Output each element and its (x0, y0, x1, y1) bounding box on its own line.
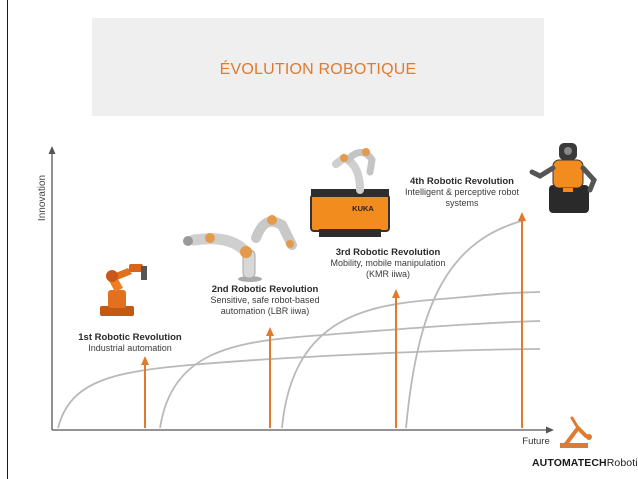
arrow-4-head (518, 212, 526, 221)
title-band: ÉVOLUTION ROBOTIQUE (92, 18, 544, 116)
arrow-3-head (392, 289, 400, 298)
axes (48, 146, 554, 434)
revolution-1-desc-line-1: Industrial automation (88, 343, 172, 353)
revolution-arrows (141, 212, 526, 428)
revolution-3-desc-line-2: (KMR iiwa) (366, 269, 410, 279)
x-axis-arrow (546, 426, 554, 434)
revolution-3-label: 3rd Robotic Revolution Mobility, mobile … (322, 247, 454, 280)
kuka-platform-label: KUKA (352, 204, 374, 213)
lbr-iiwa-robot-icon (183, 215, 297, 282)
brand-name: AUTOMATECHRobotik (532, 457, 638, 469)
humanoid-robot-icon (529, 143, 597, 213)
revolution-2-desc-line-1: Sensitive, safe robot-based (210, 295, 320, 305)
x-axis-label: Future (522, 436, 549, 447)
y-axis-arrow (48, 146, 56, 154)
y-axis-label: Innovation (37, 175, 48, 221)
industrial-robot-arm-icon (100, 264, 147, 316)
curve-1 (57, 348, 541, 429)
arrow-2-head (266, 327, 274, 336)
curve-3 (281, 291, 541, 429)
arrow-1-head (141, 356, 149, 365)
revolution-4-label: 4th Robotic Revolution Intelligent & per… (396, 176, 528, 209)
brand-name-bold: AUTOMATECH (532, 457, 607, 469)
revolution-1-label: 1st Robotic Revolution Industrial automa… (68, 332, 192, 354)
revolution-2-label: 2nd Robotic Revolution Sensitive, safe r… (200, 284, 330, 317)
revolution-3-desc-line-1: Mobility, mobile manipulation (330, 258, 446, 268)
revolution-2-heading: 2nd Robotic Revolution (211, 284, 319, 295)
curve-2 (159, 320, 541, 429)
slide-title: ÉVOLUTION ROBOTIQUE (219, 61, 417, 78)
brand-name-regular: Robotik (606, 457, 638, 469)
revolution-4-desc-line-2: systems (445, 198, 479, 208)
curve-4 (405, 219, 526, 429)
growth-curves (57, 219, 541, 429)
kmr-mobile-robot-icon: KUKA (310, 148, 390, 237)
revolution-3-heading: 3rd Robotic Revolution (335, 247, 441, 258)
left-border-line (7, 0, 8, 479)
revolution-4-desc-line-1: Intelligent & perceptive robot (404, 187, 520, 197)
revolution-4-heading: 4th Robotic Revolution (410, 176, 514, 187)
revolution-2-desc-line-2: automation (LBR iiwa) (220, 306, 310, 316)
revolution-1-heading: 1st Robotic Revolution (78, 332, 182, 343)
orange-robot-logo-icon (560, 416, 592, 448)
